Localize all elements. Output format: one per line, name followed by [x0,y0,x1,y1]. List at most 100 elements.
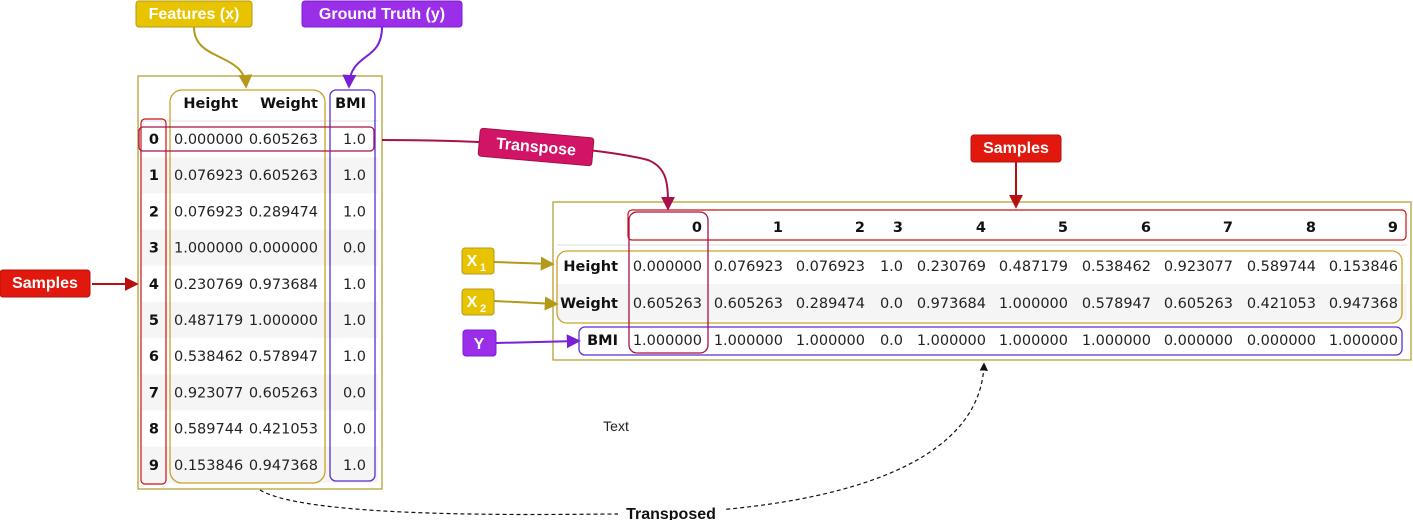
left-row-index: 7 [149,385,159,401]
svg-text:X: X [467,253,478,270]
right-table-frame [552,201,1412,361]
right-cell: 0.0 [880,296,903,312]
right-cell: 0.289474 [796,296,865,312]
left-header-height: Height [183,96,238,112]
left-row-stripe [142,446,378,483]
x2-arrow [493,296,559,311]
x1-arrow [493,256,555,271]
right-features-highlight [556,250,1403,324]
right-column-header: 6 [1141,220,1151,236]
left-cell-weight: 0.947368 [249,458,318,474]
left-cell-bmi: 1.0 [343,204,366,220]
right-column-header: 0 [692,220,702,236]
left-row-stripe [142,302,378,338]
left-cell-bmi: 1.0 [343,313,366,329]
left-cell-bmi: 0.0 [343,385,366,401]
left-row-index: 6 [149,349,159,365]
right-cell: 0.421053 [1247,296,1316,312]
y-label: Y [462,329,497,357]
x1-label: X 1 [461,247,495,275]
right-cell: 0.578947 [1082,296,1151,312]
right-row-label: Height [563,259,618,275]
left-row-index: 8 [149,422,159,438]
right-cell: 0.076923 [796,259,865,275]
right-column-header: 4 [976,220,986,236]
transpose-label: Transpose [477,127,595,167]
free-text: Text [603,418,629,434]
left-cell-height: 0.153846 [174,458,243,474]
right-column-header: 7 [1223,220,1233,236]
left-cell-weight: 0.421053 [249,422,318,438]
svg-text:Features (x): Features (x) [149,6,240,23]
left-row-index: 2 [149,204,159,220]
left-row-stripe [142,374,378,411]
left-table-frame [137,75,383,490]
left-cell-height: 0.000000 [174,132,243,148]
left-cell-weight: 0.578947 [249,349,318,365]
right-cell: 0.605263 [633,296,702,312]
svg-text:2: 2 [480,303,486,315]
right-cell: 1.000000 [633,333,702,349]
right-row-stripe [557,284,1407,320]
right-cell: 0.000000 [633,259,702,275]
column-0-highlight [628,211,709,354]
left-row-index: 0 [149,132,159,148]
right-cell: 0.538462 [1082,259,1151,275]
right-cell: 0.076923 [714,259,783,275]
left-cell-weight: 0.605263 [249,132,318,148]
right-cell: 0.487179 [999,259,1068,275]
left-cell-height: 0.076923 [174,168,243,184]
left-cell-weight: 0.289474 [249,204,318,220]
left-header-weight: Weight [260,96,318,112]
right-row-label: BMI [587,333,618,349]
left-index-highlight [140,118,167,485]
transpose-arrow [381,139,675,211]
right-cell: 0.589744 [1247,259,1316,275]
svg-text:X: X [467,294,478,311]
features-arrow [193,26,253,89]
left-cell-bmi: 1.0 [343,132,366,148]
left-cell-height: 1.000000 [174,241,243,257]
right-column-header: 8 [1306,220,1316,236]
left-cell-weight: 0.000000 [249,241,318,257]
left-cell-height: 0.589744 [174,422,243,438]
right-columns-highlight [627,209,1407,241]
right-cell: 0.973684 [917,296,986,312]
left-cell-bmi: 0.0 [343,422,366,438]
right-cell: 1.000000 [1082,333,1151,349]
left-row-index: 1 [149,168,159,184]
svg-text:Y: Y [474,336,485,353]
right-cell: 0.605263 [714,296,783,312]
left-row-stripe [142,229,378,266]
left-cell-weight: 1.000000 [249,313,318,329]
row-0-highlight [138,126,375,152]
left-cell-weight: 0.605263 [249,385,318,401]
samples-label-right: Samples [970,134,1062,163]
right-column-header: 3 [893,220,903,236]
right-cell: 0.153846 [1329,259,1398,275]
svg-text:1: 1 [480,262,486,274]
svg-text:Samples: Samples [983,140,1049,157]
right-cell: 0.0 [880,333,903,349]
features-highlight [169,89,326,484]
right-cell: 0.605263 [1164,296,1233,312]
ground-truth-highlight [329,89,376,482]
right-cell: 0.947368 [1329,296,1398,312]
right-cell: 1.000000 [1329,333,1398,349]
features-label: Features (x) [135,0,253,28]
left-cell-bmi: 0.0 [343,241,366,257]
svg-text:Ground Truth (y): Ground Truth (y) [319,6,445,23]
right-cell: 0.230769 [917,259,986,275]
y-arrow [495,334,581,349]
left-row-index: 4 [149,277,159,293]
svg-text:Transpose: Transpose [495,136,576,160]
right-cell: 1.000000 [796,333,865,349]
svg-text:Samples: Samples [12,275,78,292]
ground-truth-label: Ground Truth (y) [301,0,463,28]
left-row-index: 9 [149,458,159,474]
left-row-stripe [142,157,378,194]
left-row-index: 3 [149,241,159,257]
